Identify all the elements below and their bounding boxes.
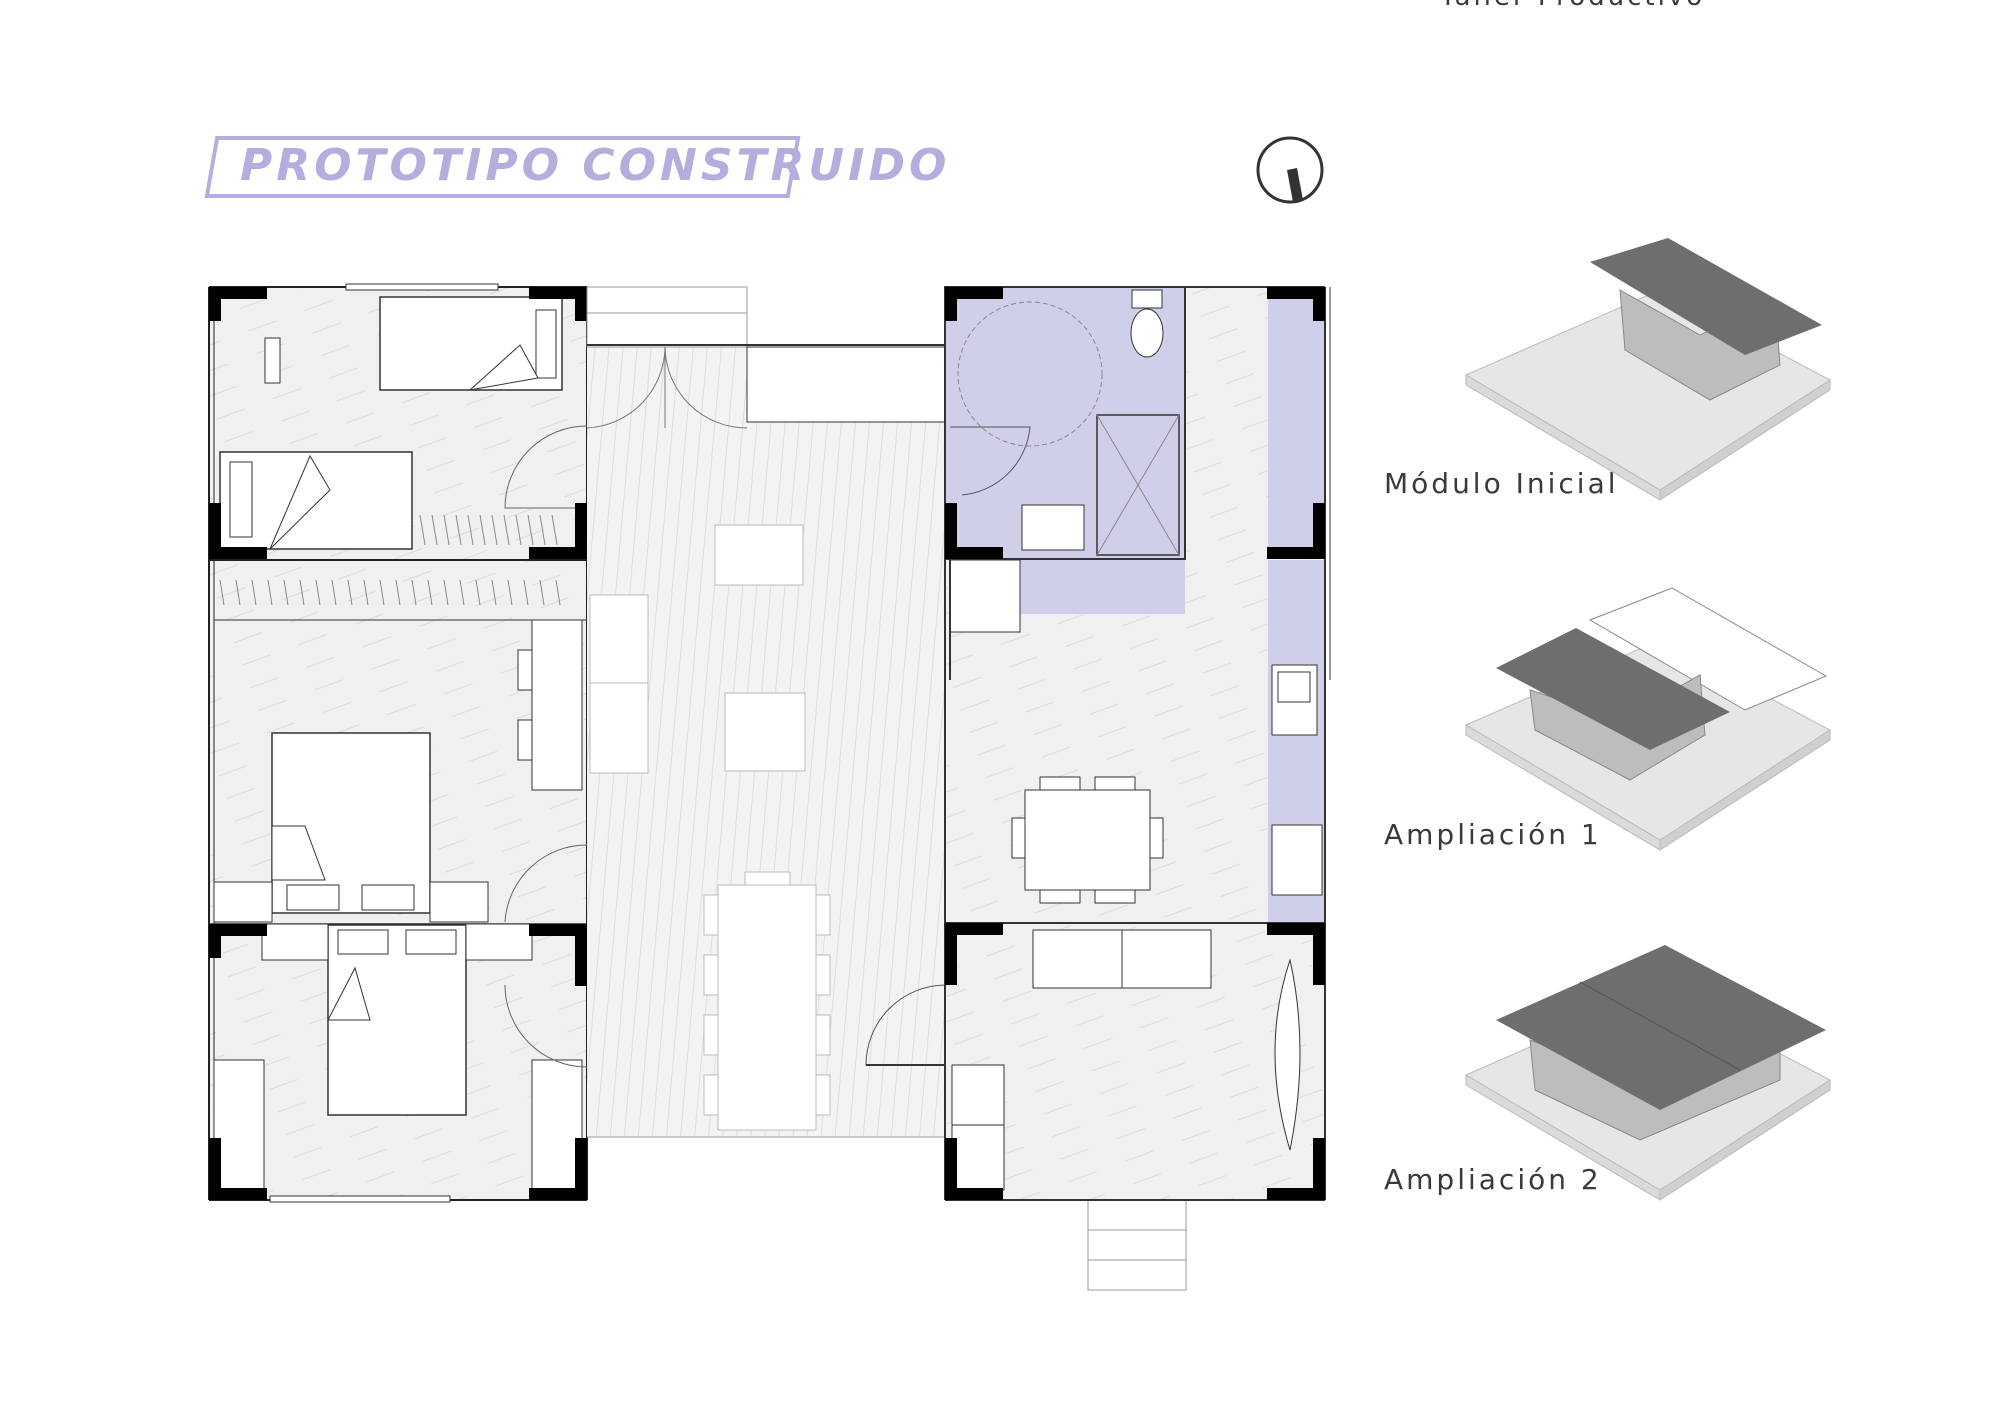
top-caption: Taller Productivo xyxy=(1440,0,1705,12)
iso-extension-1 xyxy=(1464,587,1831,851)
right-module xyxy=(865,286,1331,1291)
stage-label-extension-2: Ampliación 2 xyxy=(1384,1163,1602,1196)
left-module xyxy=(208,283,588,1203)
page-title: PROTOTIPO CONSTRUIDO xyxy=(240,140,951,191)
center-deck xyxy=(586,286,946,1138)
stage-label-initial: Módulo Inicial xyxy=(1384,467,1619,500)
iso-initial-module xyxy=(1464,238,1831,501)
stage-label-extension-1: Ampliación 1 xyxy=(1384,818,1602,851)
north-arrow-icon xyxy=(1256,136,1324,204)
iso-extension-2 xyxy=(1464,945,1831,1201)
